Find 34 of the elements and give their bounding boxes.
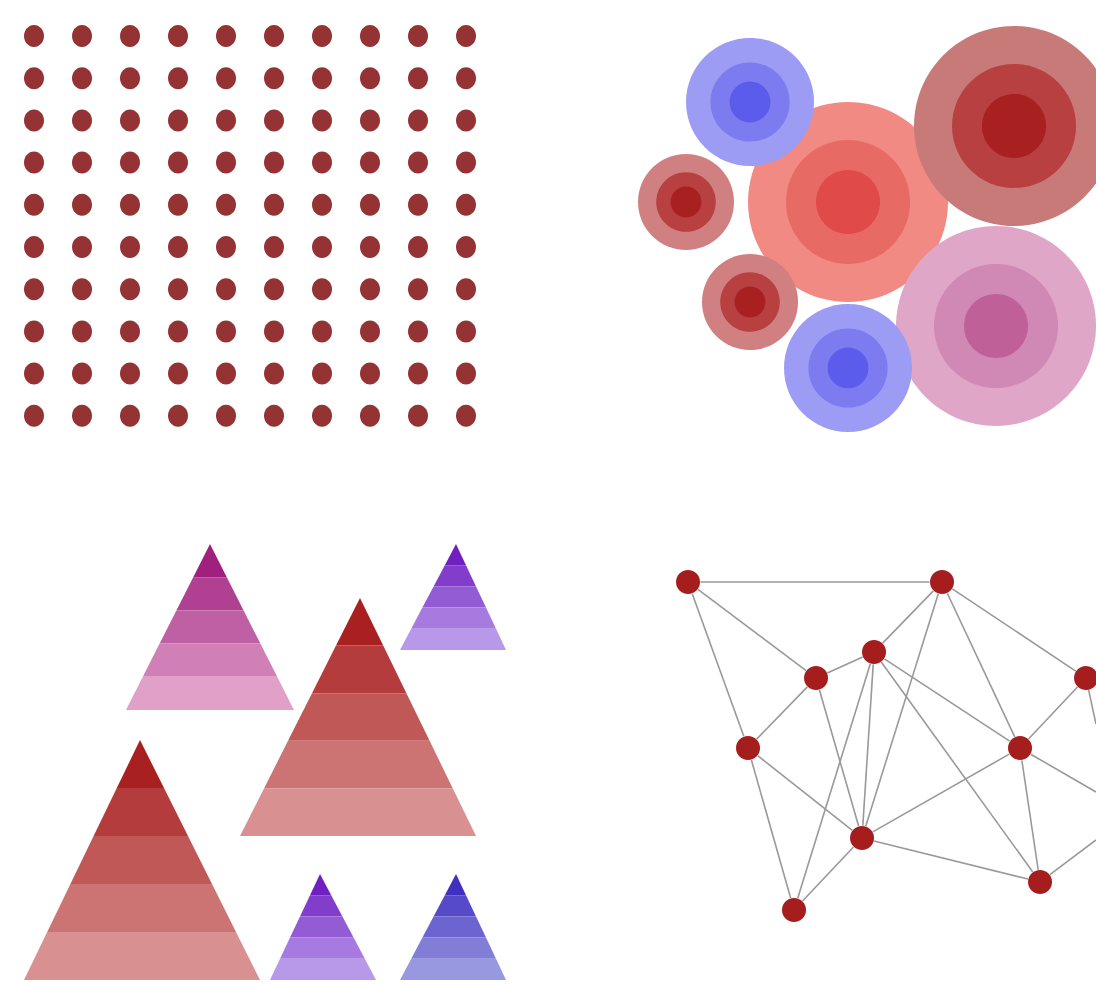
graph-edge [880, 661, 1034, 873]
graph-edge [697, 588, 807, 672]
graph-edge [864, 593, 940, 827]
graph-edge [946, 592, 1016, 738]
graph-node [736, 736, 760, 760]
graph-node [930, 570, 954, 594]
graph-node [862, 640, 886, 664]
graph-node [850, 826, 874, 850]
graph-edge [951, 588, 1077, 672]
graph-edge [750, 759, 792, 899]
graph-edge [1029, 753, 1096, 793]
graph-node [804, 666, 828, 690]
graph-edge [883, 658, 1011, 742]
graph-node [676, 570, 700, 594]
graph-edge [818, 689, 860, 827]
graph-node [1028, 870, 1052, 894]
graph-node [782, 898, 806, 922]
graph-edge [699, 581, 931, 583]
graph-edge [872, 753, 1011, 833]
graph-edge [755, 686, 809, 740]
graph-edge [1021, 759, 1039, 871]
graph-edge [691, 592, 745, 738]
graph-edge [881, 590, 935, 644]
graph-edge [1027, 686, 1079, 740]
graph-node [1074, 666, 1096, 690]
graph-edge [1087, 689, 1096, 725]
graph-node [1008, 736, 1032, 760]
graph-edge [873, 840, 1029, 880]
graph-edge [801, 846, 855, 902]
graph-edge [862, 663, 874, 827]
graph-edge [796, 663, 872, 899]
graph-edge [1049, 839, 1096, 876]
graph-edge [756, 754, 854, 832]
graph-edge [826, 656, 864, 674]
